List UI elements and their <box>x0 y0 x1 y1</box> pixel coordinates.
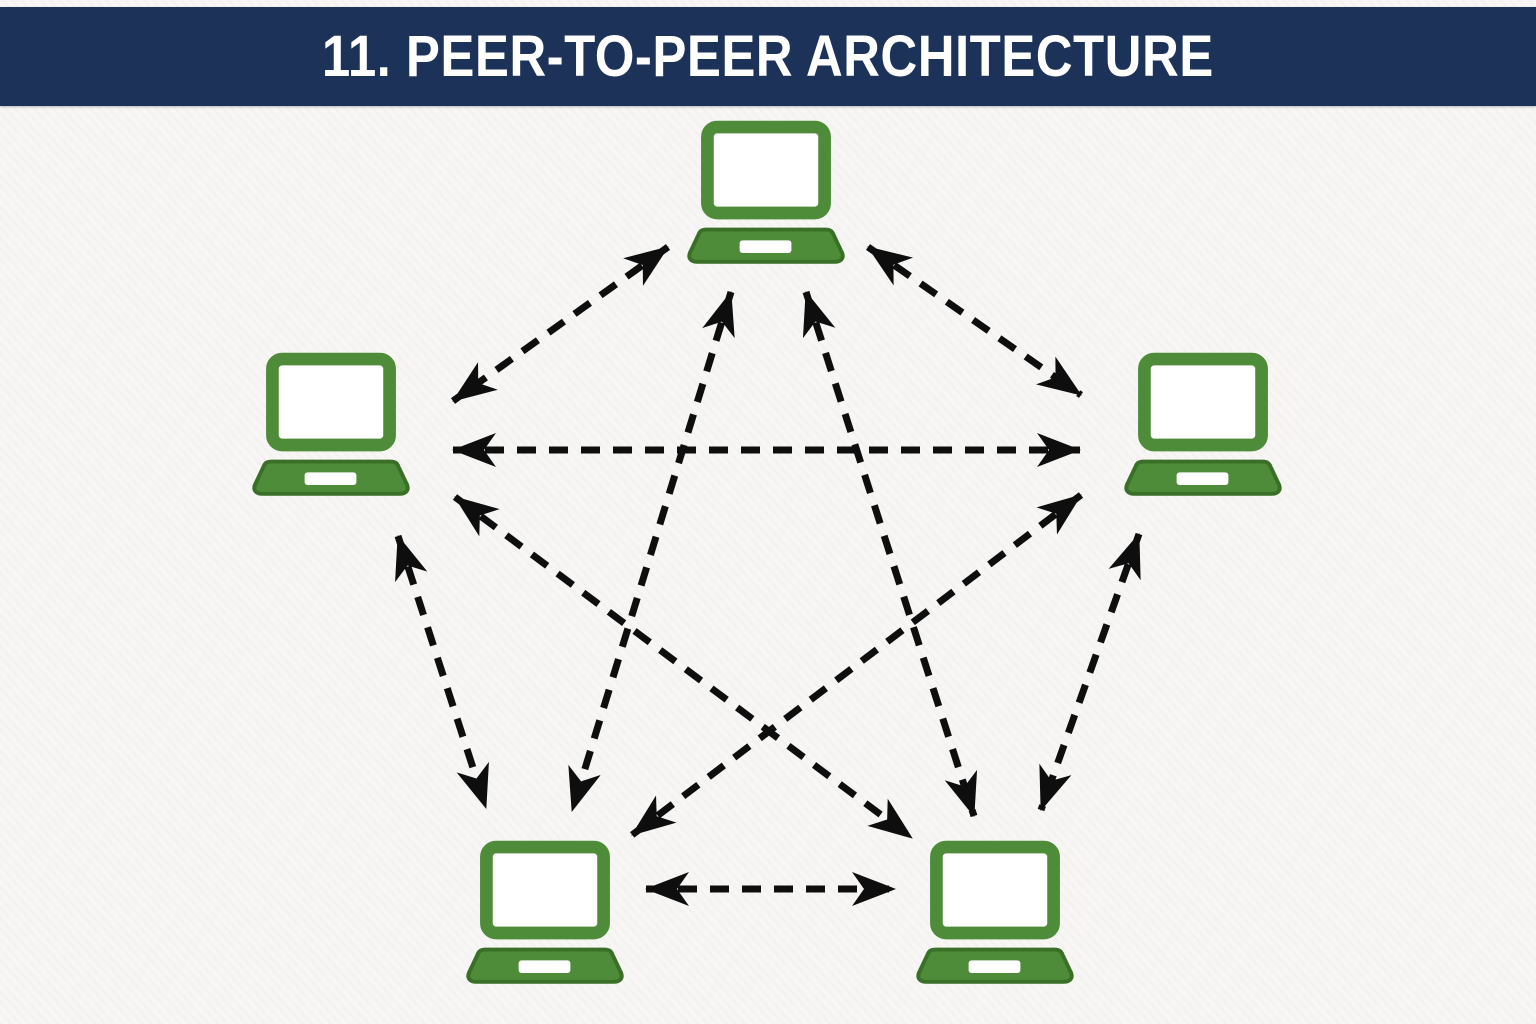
laptop-icon <box>683 118 849 265</box>
laptop-icon <box>912 838 1078 985</box>
peer-bottom-left <box>462 838 628 985</box>
connection-arrow-peer-top-peer-left <box>450 244 671 404</box>
peer-right <box>1120 350 1286 497</box>
connection-arrow-peer-top-peer-bottom-left <box>568 290 735 813</box>
peer-top <box>683 118 849 265</box>
page-title: 11. PEER-TO-PEER ARCHITECTURE <box>322 24 1214 89</box>
connection-arrow-peer-right-peer-bottom-right <box>1037 532 1143 812</box>
laptop-icon <box>1120 350 1286 497</box>
connection-arrow-peer-top-peer-right <box>866 244 1083 398</box>
laptop-icon <box>462 838 628 985</box>
peer-left <box>248 350 414 497</box>
connection-arrow-peer-left-peer-bottom-left <box>394 534 490 810</box>
connection-arrow-peer-left-peer-bottom-right <box>452 494 915 841</box>
connection-arrow-peer-right-peer-bottom-left <box>629 492 1084 838</box>
title-bar: 11. PEER-TO-PEER ARCHITECTURE <box>0 7 1536 106</box>
laptop-icon <box>248 350 414 497</box>
connection-arrow-peer-top-peer-bottom-right <box>802 290 978 818</box>
peer-bottom-right <box>912 838 1078 985</box>
